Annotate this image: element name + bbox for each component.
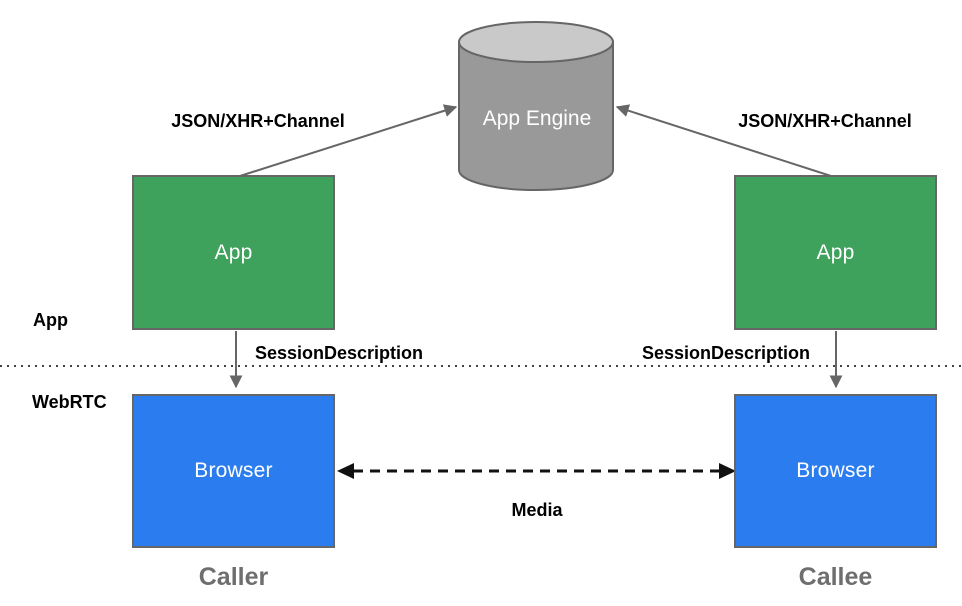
channel-label-caller: JSON/XHR+Channel xyxy=(171,111,345,131)
session-label-callee: SessionDescription xyxy=(641,343,811,363)
cylinder-top xyxy=(458,21,614,63)
app-box-callee-label: App xyxy=(816,240,855,264)
app-engine-cylinder xyxy=(458,21,614,191)
layer-label-app: App xyxy=(33,310,68,330)
browser-box-callee: Browser xyxy=(734,394,937,548)
callee-title: Callee xyxy=(798,563,873,591)
session-label-caller: SessionDescription xyxy=(254,343,424,363)
cylinder-body xyxy=(458,41,614,191)
app-engine-label: App Engine xyxy=(482,107,592,130)
media-arrowhead-right xyxy=(719,463,736,479)
app-box-caller-label: App xyxy=(214,240,253,264)
channel-arrow-caller xyxy=(239,104,458,177)
app-box-caller: App xyxy=(132,175,335,330)
browser-box-caller-label: Browser xyxy=(194,459,273,482)
browser-box-callee-label: Browser xyxy=(796,459,875,482)
channel-arrow-callee xyxy=(615,104,832,177)
channel-label-callee: JSON/XHR+Channel xyxy=(738,111,912,131)
layer-label-webrtc: WebRTC xyxy=(32,392,107,412)
caller-title: Caller xyxy=(198,563,269,591)
app-box-callee: App xyxy=(734,175,937,330)
media-arrowhead-left xyxy=(337,463,354,479)
media-label: Media xyxy=(511,500,563,520)
browser-box-caller: Browser xyxy=(132,394,335,548)
